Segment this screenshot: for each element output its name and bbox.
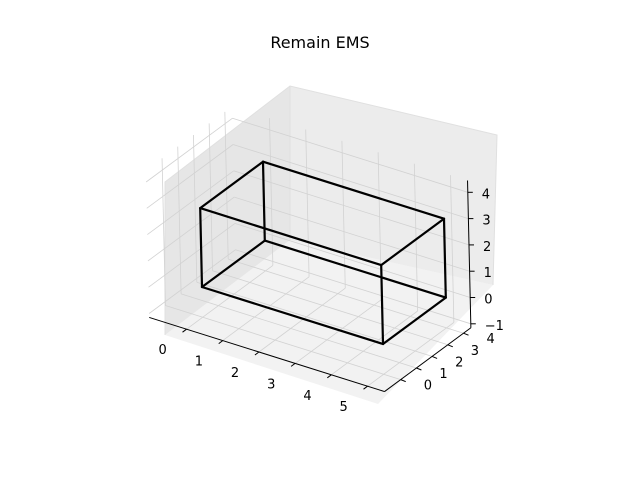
x-tick-label: 5 <box>340 400 348 415</box>
gridline-x-back <box>305 129 310 277</box>
box-edge <box>380 217 446 267</box>
y-tick-label: 4 <box>487 332 495 347</box>
gridline-x-floor <box>331 310 418 376</box>
gridline-x-back <box>341 140 346 289</box>
gridlines <box>145 111 471 387</box>
box-edge <box>200 239 266 289</box>
y-tick-mark <box>463 332 469 336</box>
z-tick-label: 1 <box>484 266 492 281</box>
y-tick-label: 1 <box>439 367 447 382</box>
x-tick-mark <box>182 328 187 333</box>
z-tick-label: 4 <box>482 187 490 202</box>
chart-title: Remain EMS <box>270 33 370 52</box>
gridline-x-floor <box>222 276 310 341</box>
box-edge <box>380 264 385 346</box>
gridline-z-left <box>145 117 233 183</box>
gridline-x-floor <box>294 299 382 364</box>
y-tick-label: 0 <box>424 379 432 394</box>
z-tick-label: 2 <box>483 240 491 255</box>
gridline-y-left <box>193 135 198 283</box>
gridline-y-floor <box>165 305 401 380</box>
gridline-z-back <box>232 117 468 193</box>
box-edge <box>199 160 265 210</box>
gridline-z-back <box>233 170 470 246</box>
pane-floor <box>165 240 493 404</box>
gridline-z-left <box>147 170 234 235</box>
x-tick-label: 1 <box>195 355 203 370</box>
y-tick-mark <box>416 367 422 371</box>
box-edge <box>381 296 447 346</box>
x-tick-mark <box>290 362 296 367</box>
gridline-y-left <box>224 111 229 260</box>
gridline-z-left <box>148 249 236 314</box>
gridline-z-left <box>146 144 234 209</box>
gridline-y-floor <box>228 258 464 334</box>
box-edge <box>263 239 447 299</box>
x-tick-mark <box>218 340 224 344</box>
gridline-y-floor <box>196 281 433 357</box>
gridline-y-left <box>177 146 182 294</box>
y-tick-mark <box>447 344 453 348</box>
y-tick-label: 2 <box>455 355 463 370</box>
box-edge <box>261 160 266 242</box>
gridline-x-back <box>413 163 419 312</box>
box-edge <box>199 207 383 267</box>
gridline-y-floor <box>212 270 448 346</box>
x-axis-line <box>149 316 385 393</box>
x-tick-label: 3 <box>267 377 275 392</box>
y-tick-mark <box>431 355 438 359</box>
gridline-x-back <box>450 175 455 323</box>
y-tick-mark <box>400 379 406 383</box>
gridline-z-back <box>234 196 470 272</box>
gridline-y-floor <box>180 293 417 369</box>
gridline-z-back <box>234 223 471 298</box>
y-axis-line <box>384 327 472 392</box>
gridline-x-floor <box>367 322 455 387</box>
gridline-z-left <box>147 196 235 262</box>
x-tick-mark <box>363 385 368 390</box>
gridline-z-back <box>232 144 469 219</box>
axes <box>149 180 472 393</box>
z-axis-line <box>467 180 472 328</box>
box-edge <box>442 217 447 299</box>
z-tick-label: 3 <box>482 214 490 229</box>
box-edge <box>261 160 446 220</box>
gridline-x-back <box>269 118 274 266</box>
gridline-z-back <box>235 249 471 325</box>
x-tick-mark <box>327 374 332 379</box>
x-tick-mark <box>254 351 260 356</box>
y-tick-label: 3 <box>471 344 479 359</box>
x-tick-label: 4 <box>303 389 311 404</box>
gridline-y-left <box>161 158 166 306</box>
gridline-z-left <box>148 223 236 288</box>
box-edge <box>200 285 385 346</box>
gridline-x-floor <box>258 287 346 353</box>
x-tick-label: 2 <box>231 366 239 381</box>
gridline-y-left <box>208 123 213 271</box>
z-tick-label: 0 <box>484 293 492 308</box>
z-tick-label: −1 <box>485 319 504 334</box>
gridline-x-floor <box>186 265 274 330</box>
box-edge <box>199 207 204 289</box>
series <box>199 160 447 346</box>
x-tick-label: 0 <box>159 343 167 358</box>
